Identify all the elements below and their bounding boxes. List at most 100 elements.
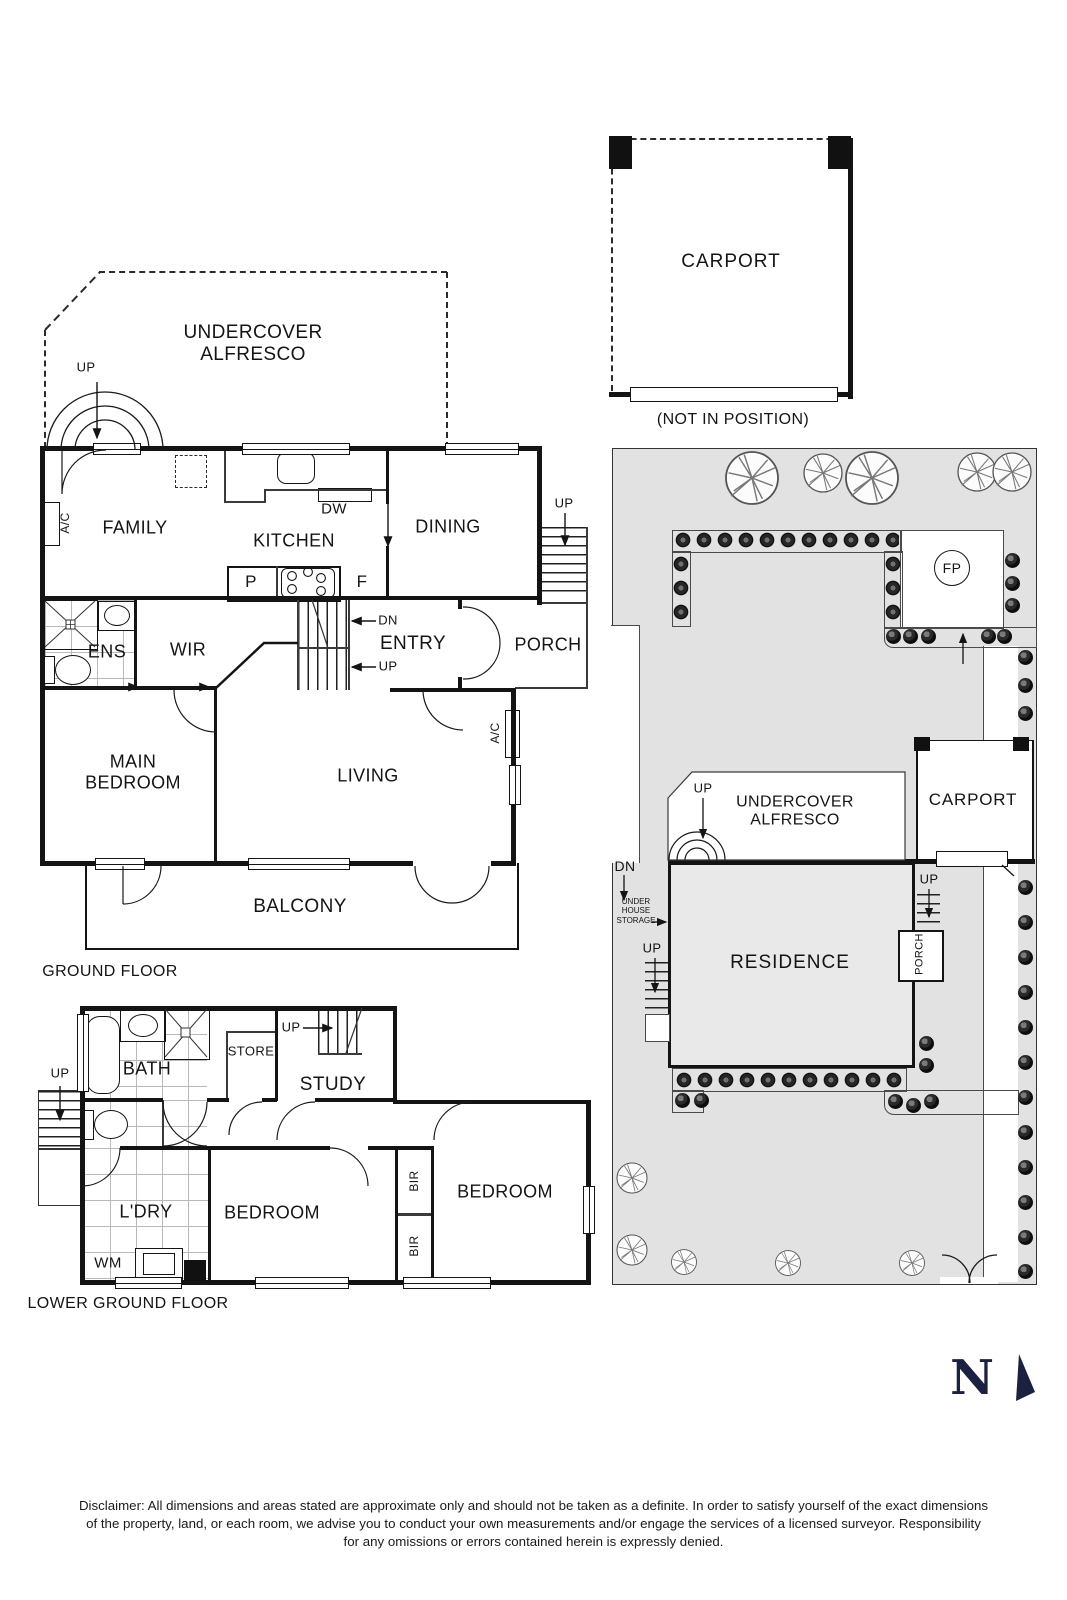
site-carport-label: CARPORT <box>928 790 1018 810</box>
gf-alfresco-dashed-left <box>44 330 46 448</box>
site-up-left: UP <box>642 940 662 956</box>
wall <box>390 688 515 692</box>
study-stairs <box>318 1008 362 1054</box>
bir-label: BIR <box>407 1235 422 1257</box>
wall <box>386 446 389 504</box>
window <box>95 858 145 870</box>
gf-alfresco-up-label: UP <box>76 359 96 375</box>
wall <box>42 596 541 600</box>
site-stair-landing <box>645 1014 670 1042</box>
kitchen-bench <box>264 489 388 491</box>
window <box>509 765 521 805</box>
wall <box>80 1006 397 1011</box>
disclaimer-line2: of the property, land, or each room, we … <box>86 1516 981 1531</box>
shower <box>164 1008 210 1060</box>
shrub <box>1018 1230 1033 1245</box>
carport-post <box>914 737 930 751</box>
shrub <box>903 629 918 644</box>
shrub <box>1018 1090 1033 1105</box>
kitchen-label: KITCHEN <box>253 530 335 551</box>
shrub <box>1018 950 1033 965</box>
kitchen-bench <box>224 448 226 503</box>
kitchen-bench <box>264 489 266 503</box>
carport-wall-stub <box>609 392 633 397</box>
kitchen-bench <box>224 501 266 503</box>
hedge-shrubs <box>674 1071 902 1089</box>
up-label: UP <box>378 658 398 674</box>
wall <box>42 686 216 690</box>
stair-edge <box>348 600 350 690</box>
fp-circle <box>934 550 970 586</box>
balcony-label: BALCONY <box>253 896 347 918</box>
lgf-entry-stairs <box>38 1090 83 1150</box>
window <box>583 1186 595 1234</box>
shrub <box>1018 880 1033 895</box>
site-alfresco-label: UNDERCOVER ALFRESCO <box>736 793 854 829</box>
shrub <box>1005 553 1020 568</box>
main-bedroom-label: MAIN BEDROOM <box>85 751 181 792</box>
island-divider <box>276 566 278 598</box>
shrub <box>997 629 1012 644</box>
site-porch <box>898 930 944 982</box>
lgf-stair-landing <box>38 1148 83 1206</box>
lgf-up-label: UP <box>50 1065 70 1081</box>
wall <box>120 1146 210 1150</box>
wall <box>368 1146 433 1150</box>
window <box>403 1277 491 1289</box>
carport-post <box>609 136 632 169</box>
store-wall <box>226 1031 228 1101</box>
gate-opening <box>940 1277 998 1284</box>
ground-floor-title: GROUND FLOOR <box>42 962 178 980</box>
carport-post <box>828 136 851 169</box>
site-left-inset <box>611 625 640 863</box>
study-label: STUDY <box>299 1074 367 1096</box>
carport-post <box>1013 737 1029 751</box>
shrub <box>1018 1125 1033 1140</box>
carport-wall-right <box>848 138 853 399</box>
site-porch-label: PORCH <box>913 933 926 975</box>
site-dn-label: DN <box>614 857 636 874</box>
fp-label: FP <box>942 559 962 576</box>
shrub <box>886 629 901 644</box>
ac-label: A/C <box>488 722 503 744</box>
north-pennant <box>1016 1354 1035 1401</box>
dishwasher <box>318 488 372 502</box>
bir-divider <box>397 1213 433 1216</box>
north-label: N <box>950 1350 994 1406</box>
gf-alfresco-dashed-top <box>99 271 447 273</box>
bedroom1-label: BEDROOM <box>224 1202 320 1223</box>
shrub <box>1018 1264 1033 1279</box>
window <box>255 1277 349 1289</box>
stair-edge <box>318 1053 362 1055</box>
window <box>93 443 141 455</box>
ens-basin <box>104 605 130 626</box>
basin <box>128 1014 158 1037</box>
shrub <box>1018 1020 1033 1035</box>
shrub <box>906 1098 921 1113</box>
wall <box>315 1098 395 1102</box>
window <box>248 858 350 870</box>
kitchen-sink <box>277 452 315 484</box>
shrub <box>1018 650 1033 665</box>
shrub <box>1018 915 1033 930</box>
shrub <box>1018 678 1033 693</box>
wall <box>207 1098 229 1102</box>
wall <box>393 1100 590 1104</box>
wm-label: WM <box>94 1254 122 1272</box>
window <box>445 443 519 455</box>
wall <box>134 598 137 688</box>
wc-wall <box>162 1100 164 1148</box>
bathtub <box>86 1016 120 1094</box>
ens-toilet-tank <box>44 656 55 684</box>
laundry-label: L'DRY <box>119 1201 173 1222</box>
shrub <box>1018 985 1033 1000</box>
shrub <box>1018 1195 1033 1210</box>
ens-toilet <box>55 655 91 685</box>
wall <box>40 446 45 866</box>
dining-up-label: UP <box>554 495 574 511</box>
gf-alfresco-dashed-right <box>446 272 448 448</box>
entry-label: ENTRY <box>379 633 447 655</box>
toilet <box>94 1110 128 1139</box>
site-alfresco-up: UP <box>693 780 713 796</box>
